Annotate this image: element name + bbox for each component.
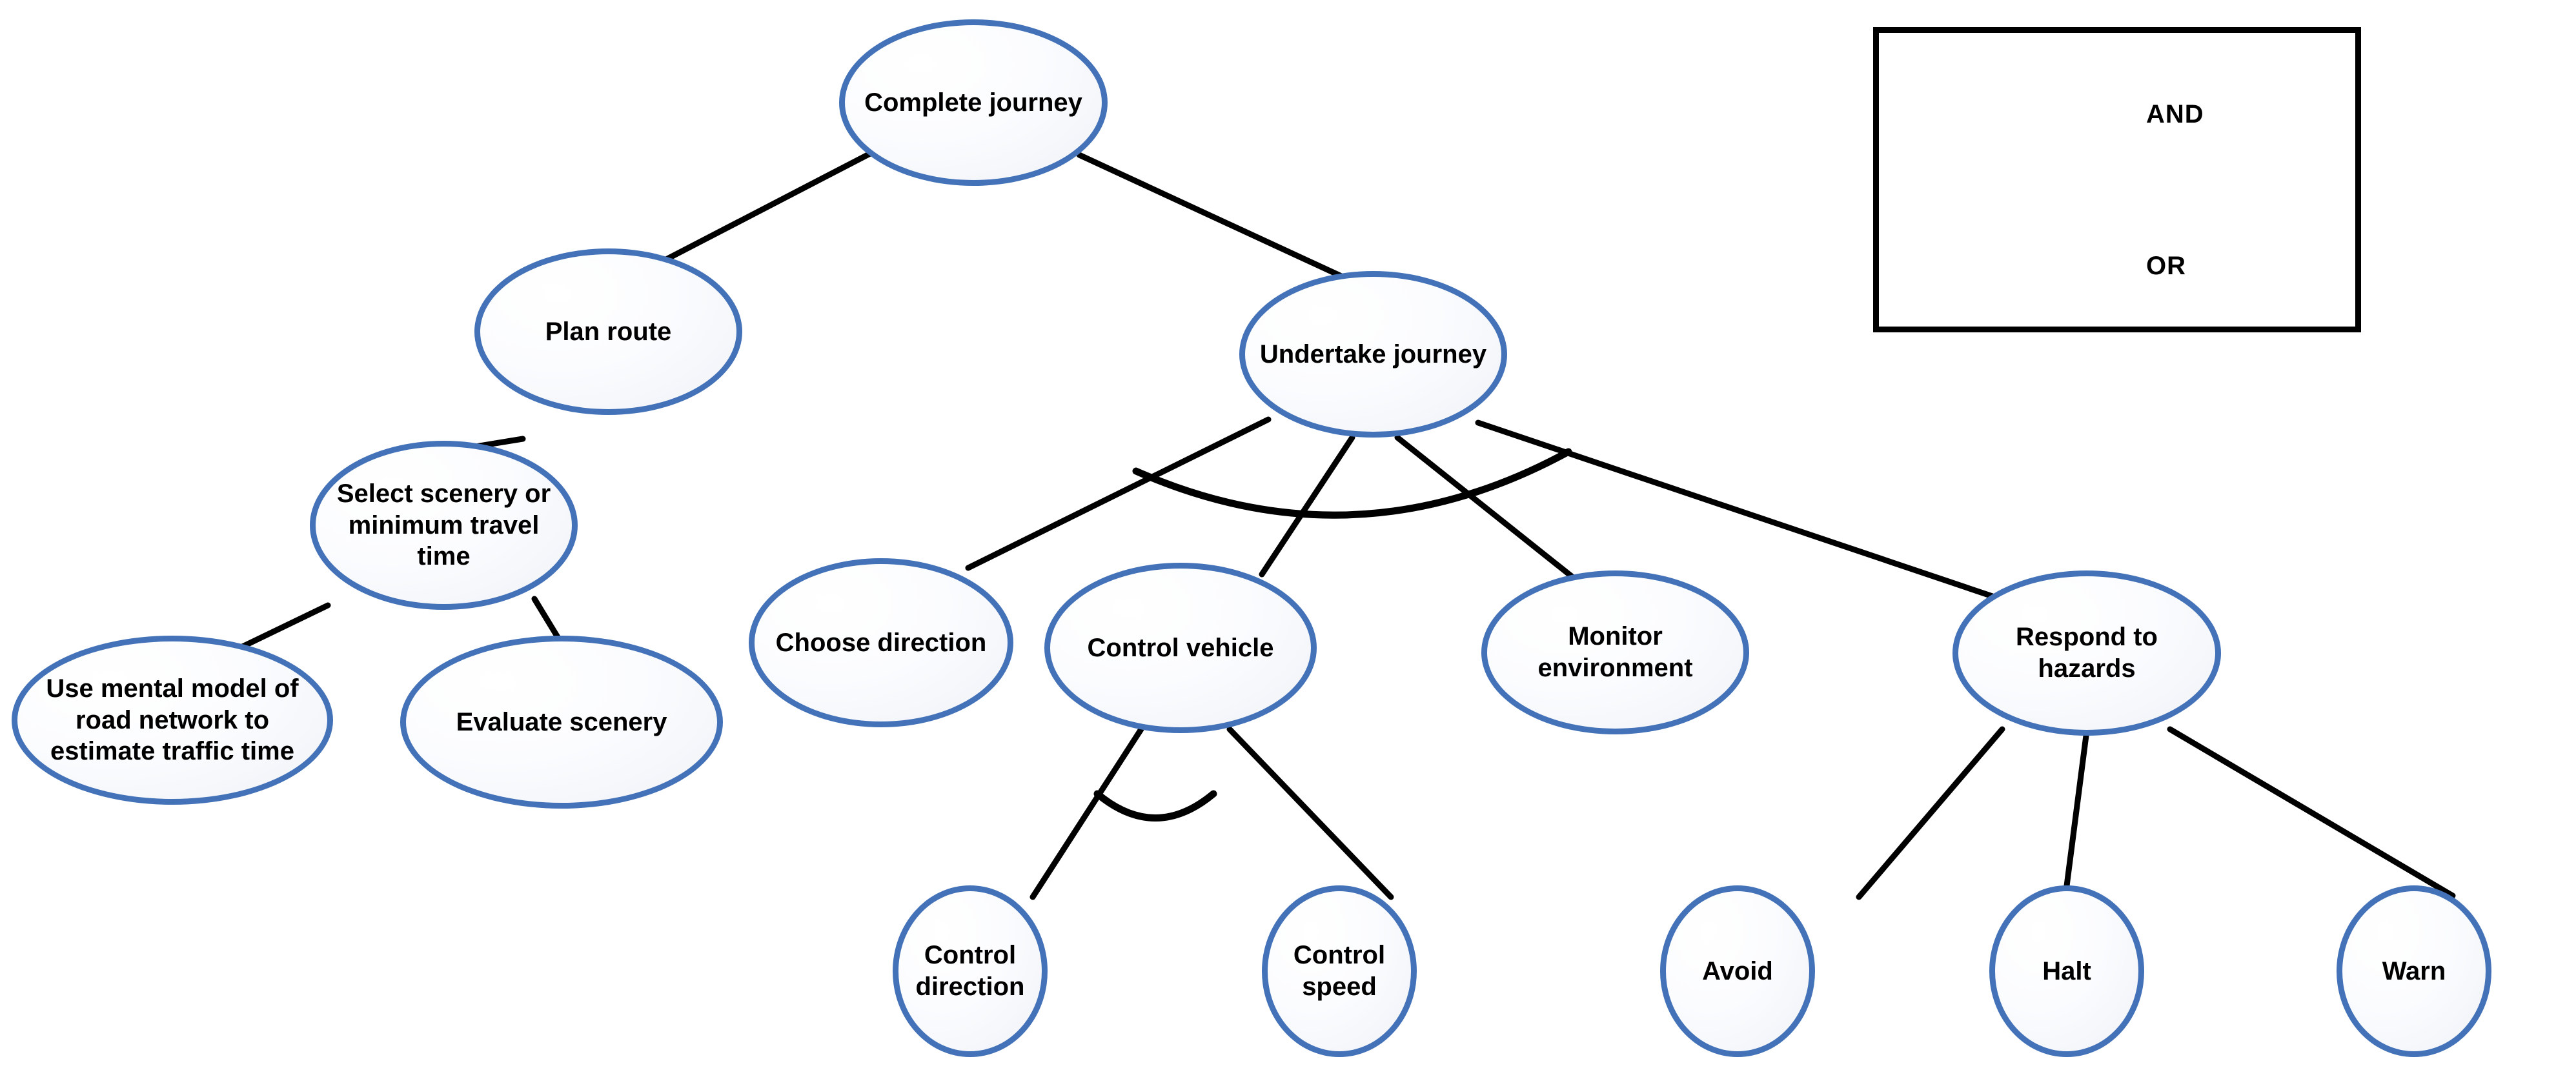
node-monitor-environment[interactable]: Monitor environment bbox=[1481, 570, 1749, 734]
legend-box bbox=[1873, 27, 2361, 332]
node-label: Control speed bbox=[1293, 941, 1386, 1001]
node-avoid[interactable]: Avoid bbox=[1660, 885, 1815, 1057]
edge-control-vehicle-to-control-speed bbox=[1226, 726, 1394, 900]
node-undertake-journey[interactable]: Undertake journey bbox=[1239, 271, 1507, 438]
node-label: Complete journey bbox=[864, 88, 1082, 117]
and-arc-control-vehicle bbox=[1093, 790, 1217, 822]
node-label: Use mental model of road network to esti… bbox=[46, 674, 299, 766]
node-label: Control vehicle bbox=[1087, 633, 1274, 662]
node-evaluate-scenery[interactable]: Evaluate scenery bbox=[400, 636, 723, 809]
node-label: Respond to hazards bbox=[2016, 623, 2158, 683]
edge-respond-to-hazards-to-warn bbox=[2167, 726, 2456, 899]
node-control-vehicle[interactable]: Control vehicle bbox=[1044, 563, 1317, 733]
legend-label-and: AND bbox=[2146, 100, 2204, 128]
edge-control-vehicle-to-control-direction bbox=[1029, 726, 1144, 900]
node-plan-route[interactable]: Plan route bbox=[474, 248, 742, 415]
legend-label-or: OR bbox=[2146, 252, 2186, 280]
node-choose-direction[interactable]: Choose direction bbox=[749, 558, 1013, 727]
node-label: Control direction bbox=[915, 941, 1025, 1001]
edge-undertake-journey-to-monitor-environment bbox=[1394, 434, 1585, 587]
edge-complete-journey-to-plan-route bbox=[663, 150, 873, 263]
node-label: Halt bbox=[2042, 956, 2091, 985]
node-select-scenery[interactable]: Select scenery or minimum travel time bbox=[310, 441, 578, 610]
node-label: Select scenery or minimum travel time bbox=[336, 479, 551, 571]
node-label: Plan route bbox=[545, 317, 672, 346]
edge-undertake-journey-to-choose-direction bbox=[965, 416, 1272, 571]
node-warn[interactable]: Warn bbox=[2337, 885, 2491, 1057]
node-label: Avoid bbox=[1702, 956, 1773, 985]
node-label: Choose direction bbox=[775, 628, 987, 657]
edge-complete-journey-to-undertake-journey bbox=[1076, 152, 1368, 290]
edge-undertake-journey-to-control-vehicle bbox=[1259, 434, 1355, 578]
node-control-speed[interactable]: Control speed bbox=[1262, 885, 1417, 1057]
and-arc-undertake-journey bbox=[1132, 448, 1572, 519]
node-halt[interactable]: Halt bbox=[1989, 885, 2144, 1057]
node-respond-to-hazards[interactable]: Respond to hazards bbox=[1952, 570, 2221, 736]
node-label: Undertake journey bbox=[1259, 339, 1487, 368]
node-label: Warn bbox=[2382, 956, 2446, 985]
node-label: Monitor environment bbox=[1537, 622, 1693, 682]
node-use-mental-model[interactable]: Use mental model of road network to esti… bbox=[12, 636, 333, 805]
node-complete-journey[interactable]: Complete journey bbox=[839, 19, 1108, 186]
edge-respond-to-hazards-to-halt bbox=[2062, 732, 2089, 899]
edge-respond-to-hazards-to-avoid bbox=[1856, 726, 2005, 900]
node-label: Evaluate scenery bbox=[456, 707, 667, 736]
node-control-direction[interactable]: Control direction bbox=[893, 885, 1048, 1057]
